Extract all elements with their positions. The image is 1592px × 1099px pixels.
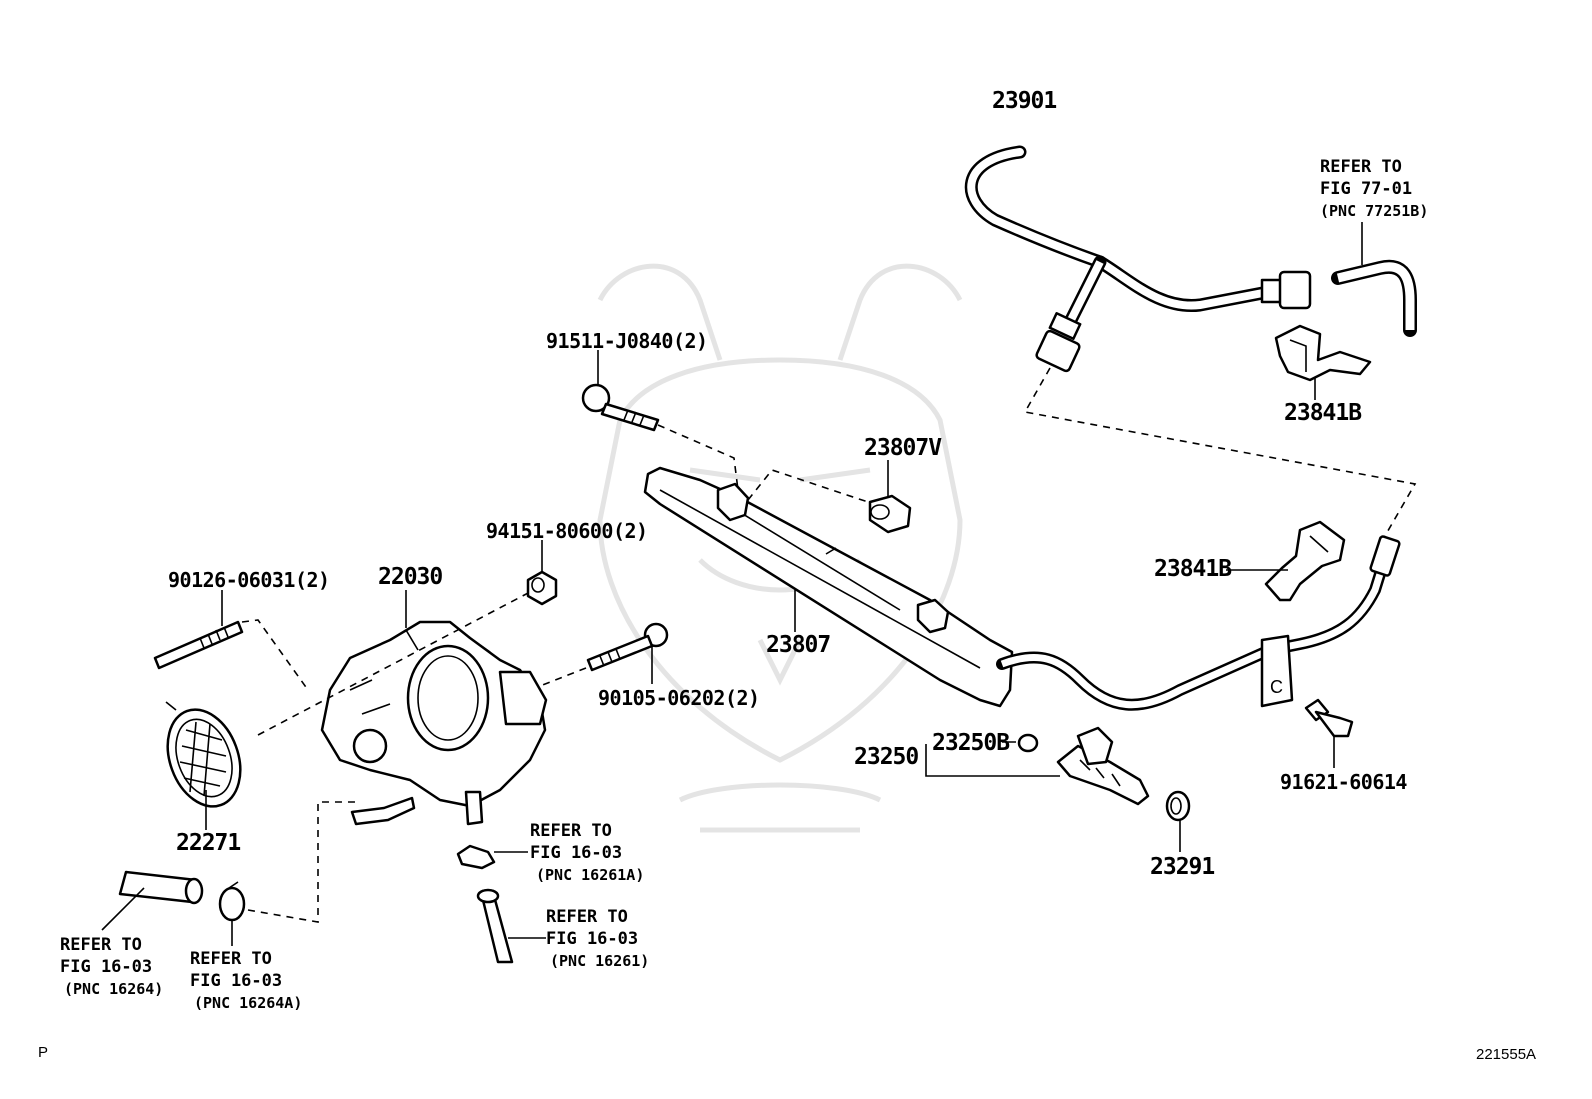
ref-16264-pnc: (PNC 16264) bbox=[64, 980, 164, 998]
part-label-23250[interactable]: 23250 bbox=[854, 744, 919, 770]
bolt-91621[interactable] bbox=[1304, 698, 1354, 768]
bolt-90105[interactable] bbox=[586, 622, 669, 684]
fitting-16261a[interactable] bbox=[456, 844, 528, 870]
ref-16264a-pnc: (PNC 16264A) bbox=[194, 994, 303, 1012]
ref-77-line1: REFER TO bbox=[1320, 157, 1402, 177]
dashed-leader-hose bbox=[1023, 367, 1417, 549]
dashed-leader-clamp bbox=[247, 801, 356, 923]
part-label-91511[interactable]: 91511-J0840(2) bbox=[546, 329, 708, 353]
part-label-23807v[interactable]: 23807V bbox=[864, 435, 942, 461]
clamp-16264a[interactable] bbox=[218, 881, 246, 946]
dashed-leader-collar bbox=[747, 469, 869, 503]
gasket-22271[interactable] bbox=[155, 699, 253, 830]
ref-16261-line1: REFER TO bbox=[546, 907, 628, 927]
ref-16264-line1: REFER TO bbox=[60, 935, 142, 955]
ref-16261-line2: FIG 16-03 bbox=[546, 929, 639, 949]
part-label-22271[interactable]: 22271 bbox=[176, 830, 241, 856]
ref-16261a-line2: FIG 16-03 bbox=[530, 843, 623, 863]
seal-23291[interactable] bbox=[1165, 790, 1191, 852]
part-label-90105[interactable]: 90105-06202(2) bbox=[598, 686, 760, 710]
fuel-hose-23901[interactable] bbox=[964, 145, 1312, 373]
fuel-rail-23807[interactable] bbox=[643, 466, 1014, 708]
part-label-23250b[interactable]: 23250B bbox=[932, 730, 1010, 756]
ref-16261a-pnc: (PNC 16261A) bbox=[536, 866, 645, 884]
ref-hose-77251b bbox=[1331, 230, 1417, 337]
part-label-23841b-mid[interactable]: 23841B bbox=[1154, 556, 1232, 582]
clip-letter: C bbox=[1270, 677, 1283, 697]
part-label-22030[interactable]: 22030 bbox=[378, 564, 443, 590]
ref-77-line2: FIG 77-01 bbox=[1320, 179, 1413, 199]
ref-16264a-line2: FIG 16-03 bbox=[190, 971, 283, 991]
hose-16264[interactable] bbox=[101, 870, 204, 931]
clip-23841b-top[interactable] bbox=[1274, 324, 1372, 400]
ref-16261a[interactable]: REFER TO FIG 16-03 (PNC 16261A) bbox=[530, 820, 644, 886]
ref-77-pnc: (PNC 77251B) bbox=[1320, 202, 1429, 220]
dashed-leader-bolt2 bbox=[539, 667, 587, 687]
clip-23841b-mid[interactable] bbox=[1226, 520, 1346, 602]
stud-90126[interactable] bbox=[153, 590, 244, 670]
collar-23807v[interactable] bbox=[868, 460, 912, 534]
part-label-23841b-top[interactable]: 23841B bbox=[1284, 400, 1362, 426]
part-label-94151[interactable]: 94151-80600(2) bbox=[486, 519, 648, 543]
part-label-91621[interactable]: 91621-60614 bbox=[1280, 770, 1407, 794]
dashed-leader-stud bbox=[241, 619, 309, 691]
ref-16264[interactable]: REFER TO FIG 16-03 (PNC 16264) bbox=[60, 934, 163, 1000]
ref-16264a[interactable]: REFER TO FIG 16-03 (PNC 16264A) bbox=[190, 948, 302, 1014]
part-label-90126[interactable]: 90126-06031(2) bbox=[168, 568, 330, 592]
ref-16261[interactable]: REFER TO FIG 16-03 (PNC 16261) bbox=[546, 906, 649, 972]
ref-16261a-line1: REFER TO bbox=[530, 821, 612, 841]
nut-94151[interactable] bbox=[526, 540, 558, 606]
ref-16261-pnc: (PNC 16261) bbox=[550, 952, 650, 970]
corner-code-left: P bbox=[38, 1044, 49, 1061]
injector-23250[interactable] bbox=[925, 726, 1150, 806]
part-label-23291[interactable]: 23291 bbox=[1150, 854, 1215, 880]
dashed-leader-bolt bbox=[657, 424, 739, 491]
bolt-91511[interactable] bbox=[581, 350, 660, 432]
ref-16264a-line1: REFER TO bbox=[190, 949, 272, 969]
ref-16264-line2: FIG 16-03 bbox=[60, 957, 153, 977]
part-label-23901[interactable]: 23901 bbox=[992, 88, 1057, 114]
ref-77-01[interactable]: REFER TO FIG 77-01 (PNC 77251B) bbox=[1320, 156, 1428, 222]
hose-16261[interactable] bbox=[476, 888, 546, 964]
diagram-id: 221555A bbox=[1476, 1046, 1537, 1063]
throttle-body-22030[interactable] bbox=[320, 590, 548, 826]
watermark-emblem bbox=[597, 263, 963, 833]
part-label-23807[interactable]: 23807 bbox=[766, 632, 831, 658]
